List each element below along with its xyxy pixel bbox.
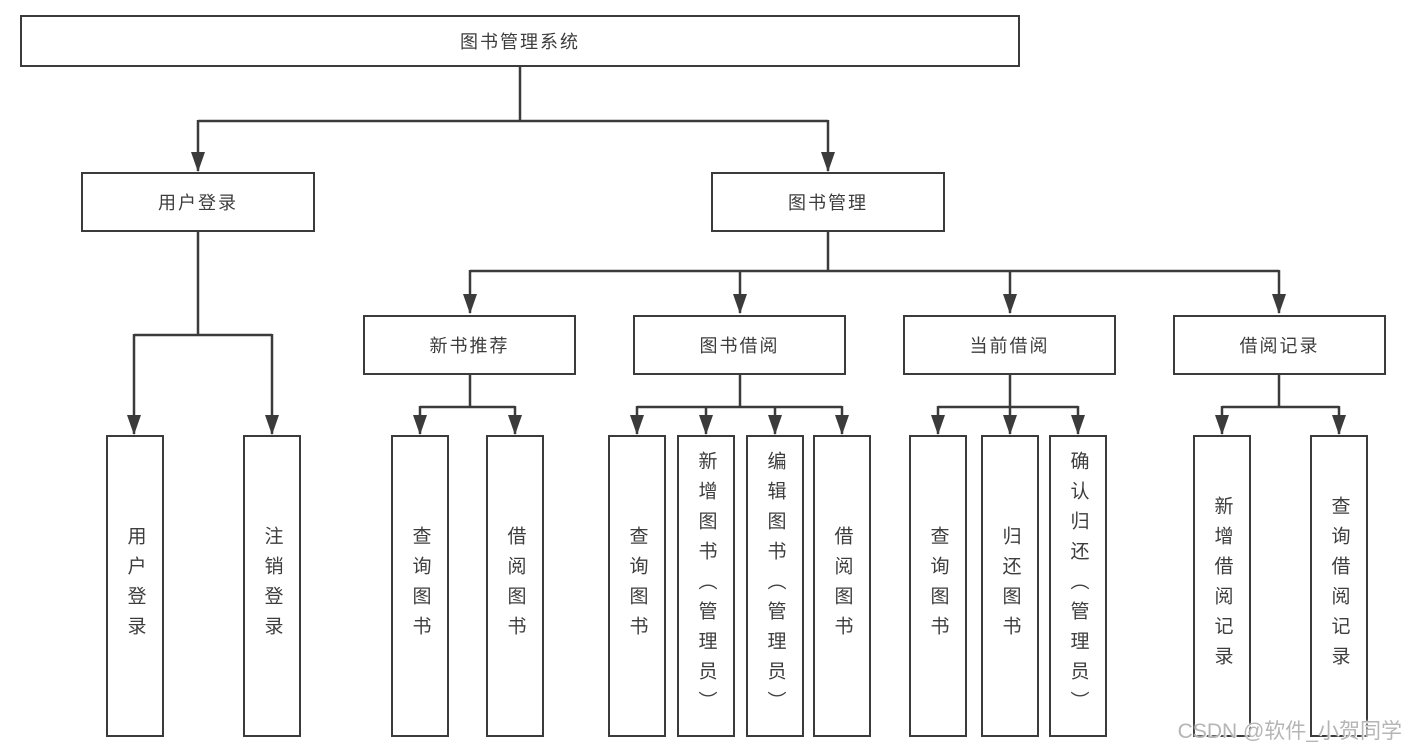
node-label: 确认归还（管理员） [1067, 451, 1089, 721]
node-label: 用户登录 [124, 526, 146, 646]
node-leaf-add-borrow-record: 新增借阅记录 [1193, 435, 1251, 737]
node-new-book-recommendation: 新书推荐 [363, 315, 576, 375]
node-label: 新增借阅记录 [1211, 496, 1233, 676]
node-user-login: 用户登录 [81, 172, 315, 232]
node-leaf-add-books-admin: 新增图书（管理员） [677, 435, 735, 737]
node-label: 查询图书 [409, 526, 431, 646]
connector-new-book-bus [420, 375, 515, 409]
node-label: 注销登录 [261, 526, 283, 646]
connector-user-login-bus [134, 232, 272, 337]
node-label: 查询图书 [927, 526, 949, 646]
node-leaf-edit-books-admin: 编辑图书（管理员） [746, 435, 804, 737]
node-current-borrowing: 当前借阅 [903, 315, 1116, 375]
node-leaf-borrow-books-recommend: 借阅图书 [486, 435, 544, 737]
node-leaf-return-books: 归还图书 [981, 435, 1039, 737]
node-label: 当前借阅 [969, 336, 1050, 356]
node-borrowing-records: 借阅记录 [1173, 315, 1386, 375]
node-label: 查询图书 [626, 526, 648, 646]
node-leaf-query-borrow-record: 查询借阅记录 [1310, 435, 1368, 737]
node-label: 编辑图书（管理员） [764, 451, 786, 721]
node-leaf-logout: 注销登录 [243, 435, 301, 737]
node-library-management-system: 图书管理系统 [20, 15, 1020, 67]
csdn-watermark: CSDN @软件_小贺同学 [1177, 720, 1402, 743]
node-label: 图书管理 [788, 193, 868, 213]
connector-current-borrowing-bus [938, 375, 1078, 409]
node-book-borrowing: 图书借阅 [633, 315, 846, 375]
node-label: 借阅图书 [504, 526, 526, 646]
node-label: 借阅记录 [1239, 336, 1320, 356]
node-leaf-query-books-recommend: 查询图书 [391, 435, 449, 737]
connector-book-management-bus [470, 232, 1279, 273]
node-label: 新增图书（管理员） [695, 451, 717, 721]
node-label: 新书推荐 [429, 336, 510, 356]
node-leaf-query-books-current: 查询图书 [909, 435, 967, 737]
node-book-management: 图书管理 [711, 172, 945, 232]
connector-borrowing-records-bus [1222, 375, 1339, 409]
node-leaf-query-books-borrowing: 查询图书 [608, 435, 666, 737]
node-label: 归还图书 [999, 526, 1021, 646]
node-label: 借阅图书 [831, 526, 853, 646]
node-label: 查询借阅记录 [1328, 496, 1350, 676]
node-leaf-confirm-return-admin: 确认归还（管理员） [1049, 435, 1107, 737]
node-label: 图书借阅 [699, 336, 780, 356]
node-label: 图书管理系统 [460, 32, 580, 52]
node-leaf-user-login: 用户登录 [106, 435, 164, 737]
node-label: 用户登录 [158, 193, 238, 213]
node-leaf-borrow-books-borrowing: 借阅图书 [813, 435, 871, 737]
connector-book-borrowing-bus [637, 375, 842, 409]
connector-root-bus [198, 67, 828, 123]
